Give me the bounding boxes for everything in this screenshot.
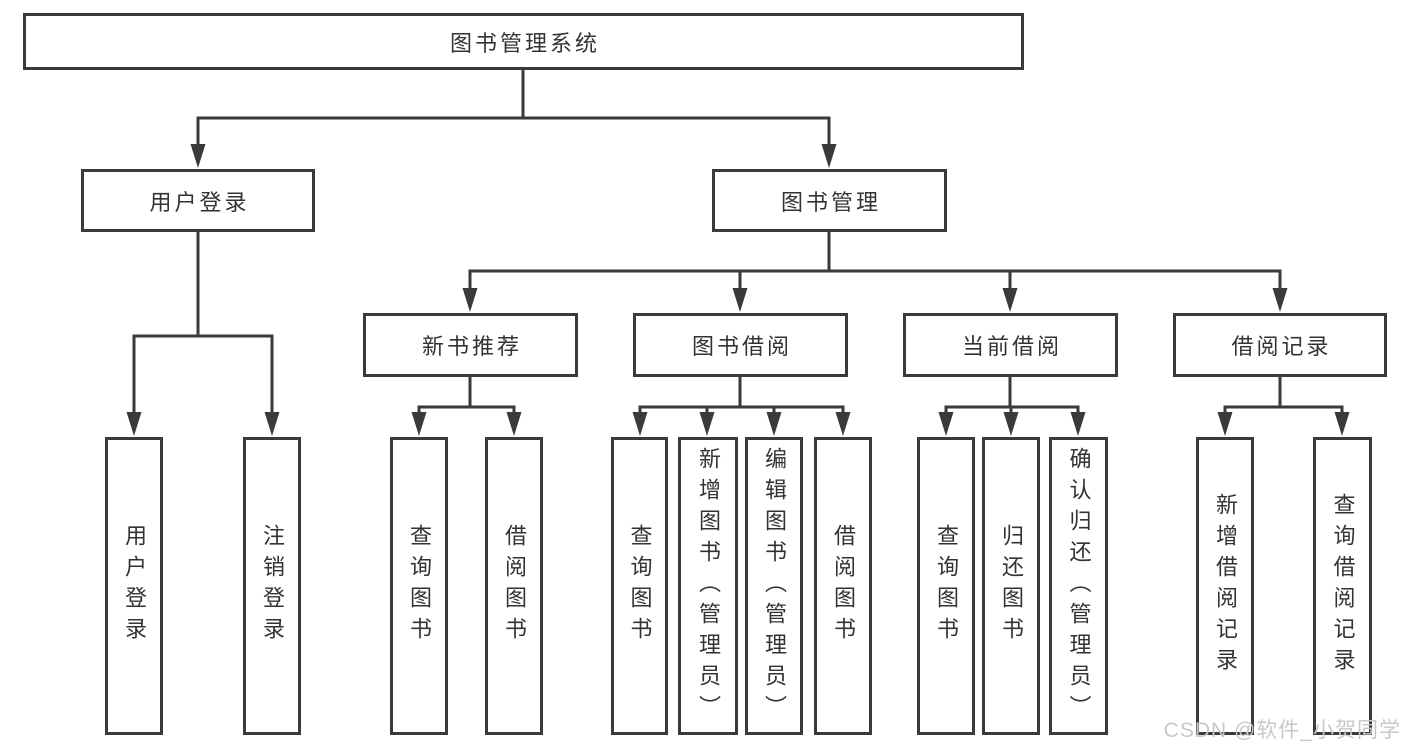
leaf-logout-label: 注销登录: [260, 524, 285, 648]
node-current-borrowing: 当前借阅: [903, 313, 1118, 377]
node-book-borrowing: 图书借阅: [633, 313, 848, 377]
leaf-confirm-return-admin: 确认归还（管理员）: [1049, 437, 1108, 735]
leaf-return-books: 归还图书: [982, 437, 1040, 735]
leaf-borrow-books: 借阅图书: [814, 437, 872, 735]
leaf-borrow-books-recommend: 借阅图书: [485, 437, 543, 735]
leaf-query-books-current-label: 查询图书: [934, 524, 959, 648]
leaf-edit-books-admin-label: 编辑图书（管理员）: [762, 446, 787, 726]
leaf-confirm-return-admin-label: 确认归还（管理员）: [1066, 446, 1092, 726]
leaf-edit-books-admin: 编辑图书（管理员）: [745, 437, 803, 735]
node-new-book-recommendation: 新书推荐: [363, 313, 578, 377]
leaf-add-books-admin-label: 新增图书（管理员）: [696, 446, 721, 726]
leaf-query-books-borrowing: 查询图书: [611, 437, 668, 735]
leaf-query-books-borrowing-label: 查询图书: [627, 524, 653, 648]
leaf-logout: 注销登录: [243, 437, 301, 735]
leaf-query-borrow-record: 查询借阅记录: [1313, 437, 1372, 735]
leaf-user-login-label: 用户登录: [122, 524, 147, 648]
leaf-query-books-recommend-label: 查询图书: [407, 524, 432, 648]
leaf-query-books-current: 查询图书: [917, 437, 975, 735]
leaf-borrow-books-recommend-label: 借阅图书: [502, 524, 527, 648]
arrowheads: [126, 144, 1350, 436]
leaf-user-login: 用户登录: [105, 437, 163, 735]
leaf-add-borrow-record: 新增借阅记录: [1196, 437, 1254, 735]
node-borrowing-records: 借阅记录: [1173, 313, 1387, 377]
leaf-return-books-label: 归还图书: [999, 524, 1024, 648]
leaf-query-books-recommend: 查询图书: [390, 437, 448, 735]
node-book-management: 图书管理: [712, 169, 947, 232]
node-user-login: 用户登录: [81, 169, 315, 232]
csdn-watermark: CSDN @软件_小贺同学: [1163, 719, 1401, 742]
leaf-query-borrow-record-label: 查询借阅记录: [1330, 493, 1356, 679]
leaf-borrow-books-label: 借阅图书: [831, 524, 856, 648]
node-library-management-system: 图书管理系统: [23, 13, 1024, 70]
leaf-add-borrow-record-label: 新增借阅记录: [1213, 493, 1238, 679]
leaf-add-books-admin: 新增图书（管理员）: [678, 437, 738, 735]
tree-edges: [132, 68, 1344, 421]
